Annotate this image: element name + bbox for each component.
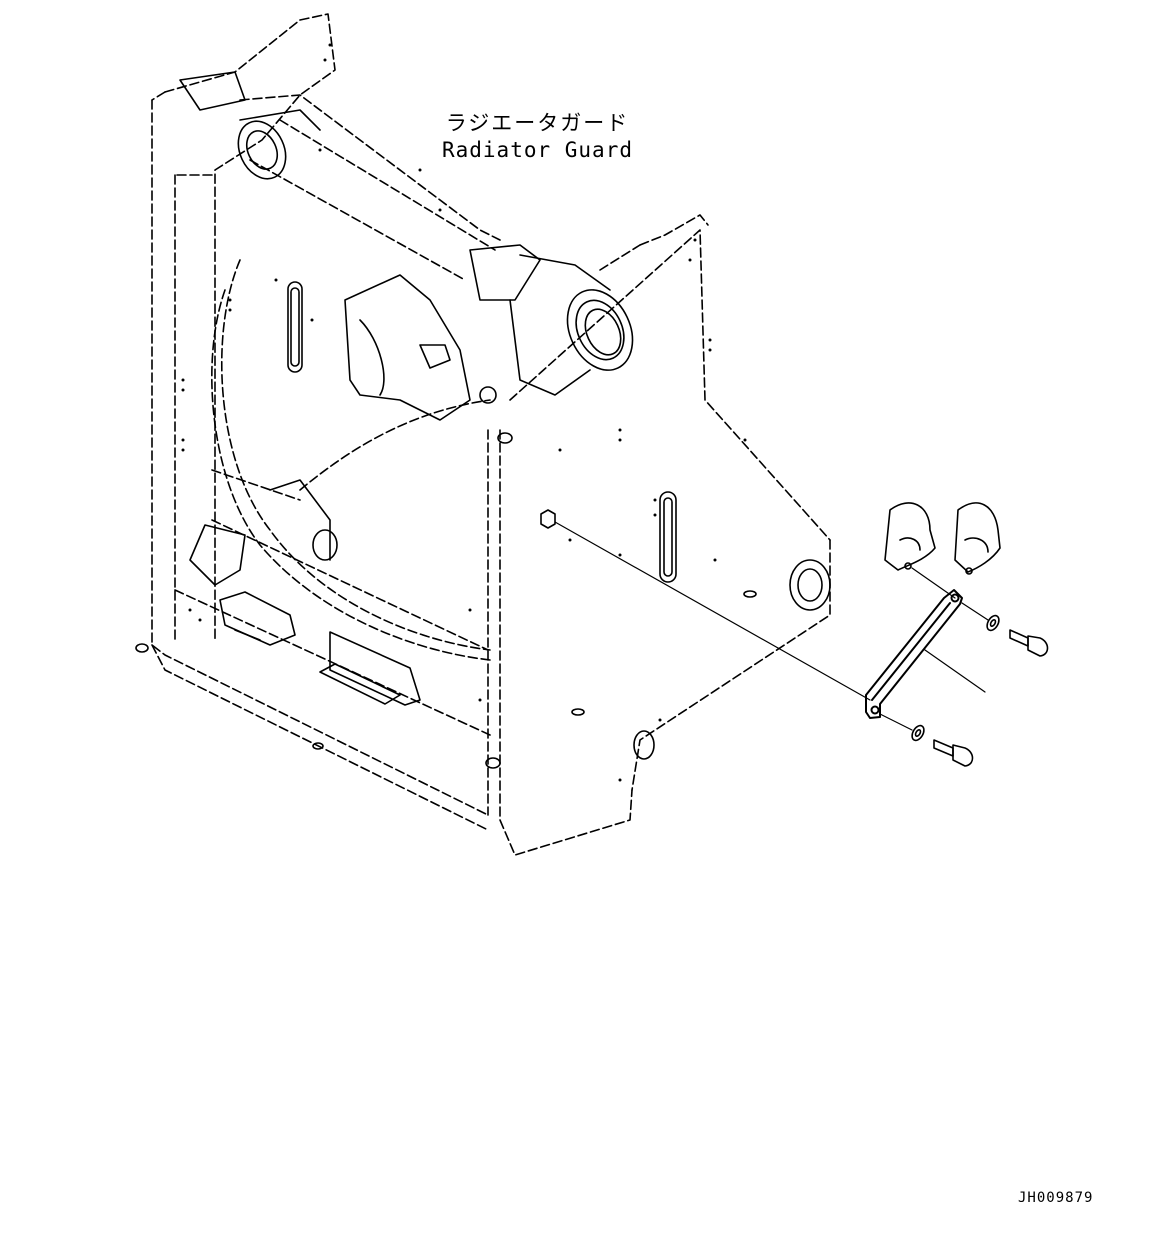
right-side-panel [487,214,831,856]
bolt-upper [1009,629,1049,657]
base-recess-left [219,591,296,646]
frame-left-column [151,13,489,816]
guard-leader-line [924,649,986,693]
tube-collar-right [469,244,634,396]
radiator-guard-callout: ラジエータガード Radiator Guard [430,110,645,164]
shroud-slot-right [659,491,677,583]
explode-line-bolt-upper [961,602,989,621]
washer-lower [911,724,925,742]
explode-line-spacer [554,521,871,701]
frame-holes [181,43,747,782]
bottom-base [151,469,491,831]
shroud-slot-left [287,281,303,373]
clamp-left [884,502,936,571]
radiator-guard [865,589,963,719]
panel-ring-boss [789,559,831,611]
explode-line-bolt-lower [879,713,913,731]
bolt-lower [933,739,974,767]
spacer [540,509,556,529]
callout-english: Radiator Guard [441,138,633,162]
explode-line-clamp [911,567,956,599]
tube-collar-left [179,71,321,180]
clamp-right [954,502,1001,575]
top-cross-tube [239,94,501,281]
callout-japanese: ラジエータガード [445,111,630,135]
fan-shroud [211,259,491,661]
base-recess-right [319,631,421,706]
center-bracket [344,274,497,421]
mount-tab-front [135,432,513,769]
washer-upper [986,614,1000,632]
drawing-number: JH009879 [1018,1190,1094,1206]
panel-lower-hole [571,590,757,760]
lower-left-duct [189,479,338,586]
